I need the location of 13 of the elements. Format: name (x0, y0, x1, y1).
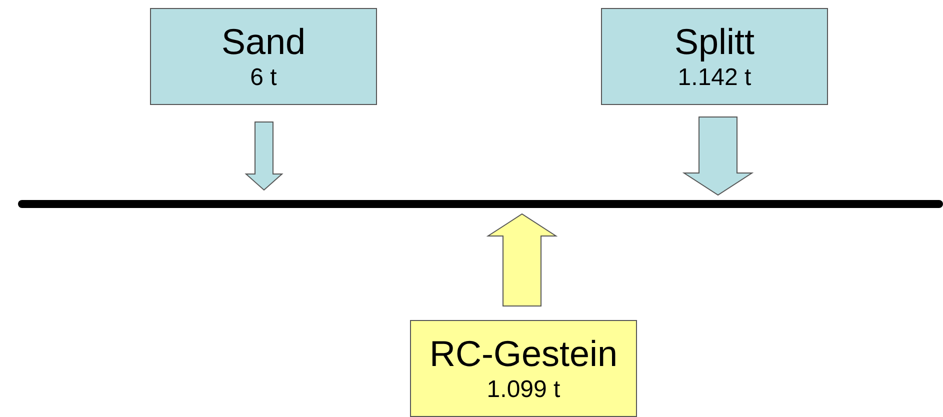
quantity-text: 6 t (250, 62, 277, 92)
material-box (601, 8, 828, 105)
material-name: Sand (221, 20, 306, 62)
material-name: RC-Gestein (429, 332, 618, 374)
baseline-bar (18, 200, 943, 208)
block-arrow (682, 116, 754, 196)
material-box (410, 320, 637, 417)
block-arrow (244, 122, 284, 191)
block-arrow (486, 213, 558, 306)
quantity-text: 1.099 t (486, 374, 560, 404)
material-box (150, 8, 377, 105)
quantity-text: 1.142 t (678, 62, 752, 92)
material-name: Splitt (674, 20, 755, 62)
